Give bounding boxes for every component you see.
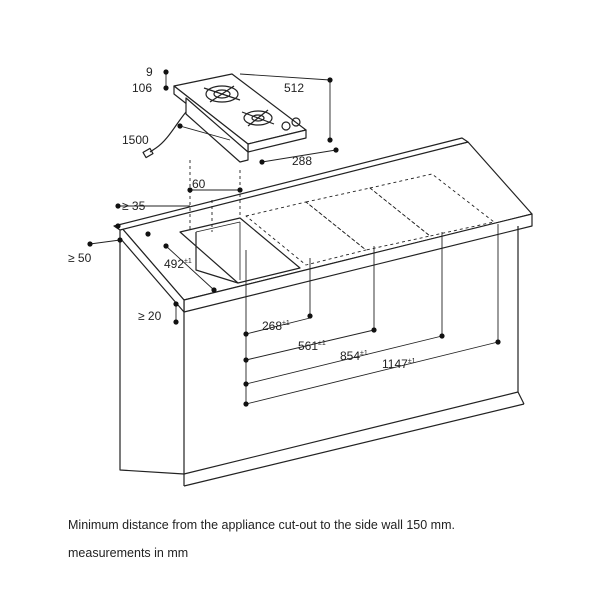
label-cutout-offset: 60: [192, 177, 206, 191]
label-hob-thickness: 106: [132, 81, 152, 95]
label-front-clearance: ≥ 20: [138, 309, 162, 323]
burner-rear-icon: [203, 85, 241, 103]
dashed-cutout-4: [369, 173, 495, 237]
cutout-inner-wall: [195, 232, 239, 284]
label-mount-561: 561±1: [298, 339, 326, 353]
label-hob-depth: 512: [284, 81, 304, 95]
power-cable: [149, 111, 187, 153]
label-mount-854: 854±1: [340, 349, 368, 363]
cabinet-plinth-bottom: [183, 403, 525, 487]
label-cutout-depth: 492±1: [164, 257, 192, 271]
cabinet-left-side: [119, 238, 185, 475]
worktop-upstand: [113, 137, 469, 231]
dashed-cutout-2: [245, 201, 367, 266]
installation-diagram: 9 106 512 1500 288 60 ≥ 35 ≥ 50 492±1 ≥ …: [68, 65, 533, 487]
hob-body: [185, 97, 249, 163]
control-knob-icon: [281, 121, 291, 131]
label-hob-thickness-top: 9: [146, 65, 153, 79]
label-cable-length: 1500: [122, 133, 149, 147]
burner-front-icon: [241, 109, 275, 127]
label-hob-width: 288: [292, 154, 312, 168]
label-side-wall-clearance: ≥ 50: [68, 251, 92, 265]
units-note: measurements in mm: [68, 546, 189, 560]
cabinet-plinth-right: [517, 391, 525, 405]
side-wall-note: Minimum distance from the appliance cut-…: [68, 518, 455, 532]
control-knob-icon-2: [291, 117, 301, 127]
dashed-cutout-3: [305, 187, 431, 251]
label-mount-1147: 1147±1: [382, 357, 416, 371]
label-back-clearance: ≥ 35: [122, 199, 146, 213]
plug-icon: [142, 147, 154, 159]
label-mount-268: 268±1: [262, 319, 290, 333]
